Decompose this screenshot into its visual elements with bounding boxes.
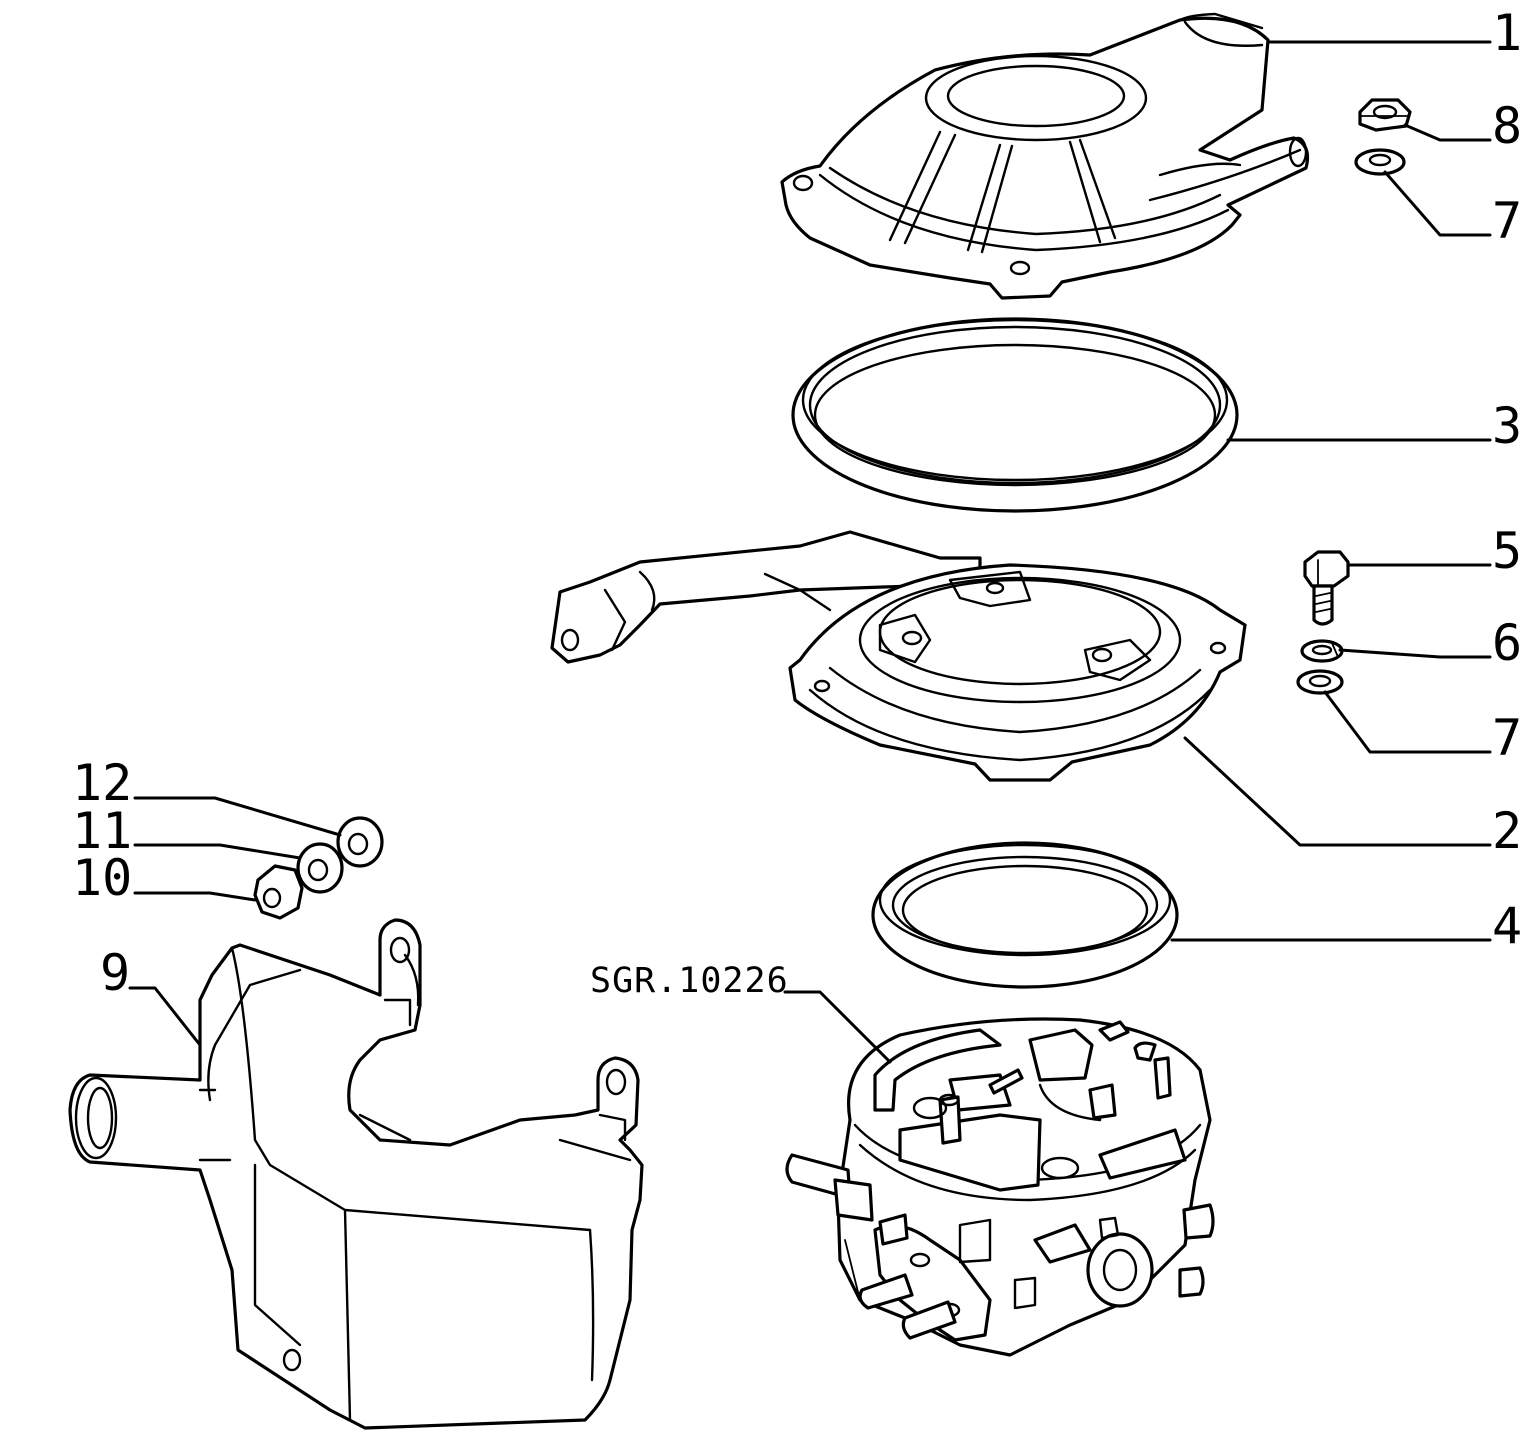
callout-10: 10 xyxy=(72,849,132,907)
throttle-body xyxy=(785,1017,1215,1357)
part-5-bolt xyxy=(1303,550,1350,626)
callout-labels: 1 8 7 3 5 6 7 2 4 12 11 10 9 SGR.10226 xyxy=(72,4,1522,1002)
part-9-housing xyxy=(68,918,644,1430)
reference-code: SGR.10226 xyxy=(590,961,789,1001)
callout-7-lower: 7 xyxy=(1492,709,1522,767)
callout-9: 9 xyxy=(100,944,130,1002)
leader-7a xyxy=(1383,170,1492,237)
part-7-washer-lower xyxy=(1296,669,1344,695)
leader-6 xyxy=(1338,648,1492,659)
part-1-cover xyxy=(780,12,1310,300)
callout-4: 4 xyxy=(1492,897,1522,955)
callout-8: 8 xyxy=(1492,97,1522,155)
part-2-plate xyxy=(550,530,1247,782)
part-11-washer xyxy=(296,842,344,894)
leader-2 xyxy=(1183,736,1492,847)
callout-7-top: 7 xyxy=(1492,192,1522,250)
part-8-nut xyxy=(1358,98,1412,132)
callout-1: 1 xyxy=(1492,4,1522,62)
leader-ref xyxy=(783,990,892,1064)
leader-9 xyxy=(128,986,202,1047)
leader-lines xyxy=(128,40,1492,1064)
part-10-nut xyxy=(253,864,304,920)
callout-5: 5 xyxy=(1492,522,1522,580)
part-4-seal xyxy=(871,841,1179,989)
part-6-spring-washer xyxy=(1300,639,1344,663)
leader-12 xyxy=(133,796,342,837)
part-3-gasket xyxy=(791,317,1239,513)
callout-2: 2 xyxy=(1492,802,1522,860)
callout-3: 3 xyxy=(1492,397,1522,455)
leader-11 xyxy=(133,843,302,860)
callout-11: 11 xyxy=(72,802,132,860)
part-12-washer xyxy=(336,816,384,868)
callout-12: 12 xyxy=(72,754,132,812)
leader-8 xyxy=(1403,123,1492,142)
callout-6: 6 xyxy=(1492,614,1522,672)
leader-7b xyxy=(1323,690,1492,754)
leader-10 xyxy=(133,891,257,902)
part-7-washer-top xyxy=(1354,148,1406,176)
